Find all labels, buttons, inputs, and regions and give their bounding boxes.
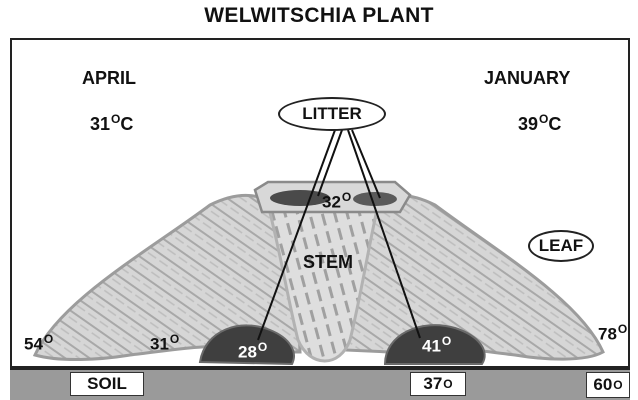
temp-left-leaf-base: 31O <box>150 332 179 355</box>
right-leaf <box>345 195 603 359</box>
january-label: JANUARY <box>484 68 570 89</box>
leaf-label: LEAF <box>528 230 594 262</box>
temp-left-edge: 54O <box>24 332 53 355</box>
litter-label: LITTER <box>278 97 386 131</box>
april-label: APRIL <box>82 68 136 89</box>
top-litter <box>270 190 330 206</box>
stem-label: STEM <box>303 252 353 273</box>
january-temperature: 39OC <box>518 112 561 135</box>
temp-stem-top: 32O <box>322 190 351 213</box>
april-temperature: 31OC <box>90 112 133 135</box>
temp-right-litter: 41O <box>422 334 451 357</box>
top-litter-right <box>353 192 397 206</box>
soil-label: SOIL <box>70 372 144 396</box>
temp-right-edge: 78O <box>598 322 627 345</box>
temp-left-litter: 28O <box>238 340 267 363</box>
